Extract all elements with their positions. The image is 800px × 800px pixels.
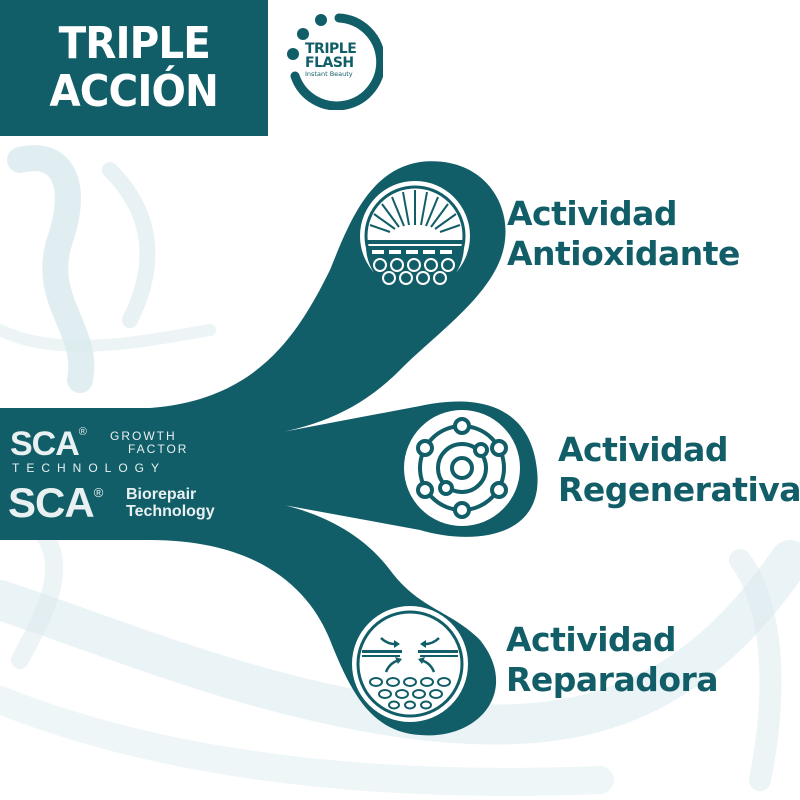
skin-repair-arrows-icon [352, 606, 468, 722]
biorepair-text: Biorepair Technology [126, 486, 215, 520]
molecule-orbit-icon [404, 410, 520, 526]
action-subtitle: Antioxidante [507, 234, 740, 273]
growth-label: GROWTH [110, 429, 177, 443]
sun-over-skin-icon [360, 181, 470, 295]
action-title: Actividad [506, 620, 677, 659]
action-title: Actividad [558, 430, 729, 469]
action-antioxidant: Actividad Antioxidante [507, 194, 740, 274]
sca-growth-factor-badge: SCA® [10, 424, 87, 464]
action-repair: Actividad Reparadora [506, 620, 719, 700]
registered-mark: ® [78, 426, 87, 438]
triple-flash-logo-text: TRIPLE FLASH Instant Beauty [305, 42, 385, 79]
registered-mark: ® [93, 485, 104, 500]
logo-tagline: Instant Beauty [305, 70, 353, 78]
logo-line-1: TRIPLE [305, 41, 357, 57]
title-banner: TRIPLE ACCIÓN [0, 0, 268, 136]
logo-line-2: FLASH [305, 55, 354, 71]
triple-flash-logo-icon [287, 13, 383, 110]
biorepair-technology-label: Technology [126, 503, 215, 520]
biorepair-label: Biorepair [126, 486, 197, 503]
sca-brand: SCA [10, 425, 80, 463]
title-line-2: ACCIÓN [49, 66, 219, 117]
technology-label: TECHNOLOGY [12, 461, 167, 475]
sca-brand: SCA [8, 479, 95, 526]
factor-label: FACTOR [128, 442, 189, 456]
action-title: Actividad [507, 194, 678, 233]
sca-biorepair-badge: SCA® [8, 482, 104, 524]
action-regenerative: Actividad Regenerativa [558, 430, 800, 510]
action-subtitle: Regenerativa [558, 470, 800, 509]
title-line-1: TRIPLE [58, 18, 210, 69]
action-subtitle: Reparadora [506, 660, 719, 699]
growth-factor-text: GROWTH FACTOR [110, 430, 188, 456]
